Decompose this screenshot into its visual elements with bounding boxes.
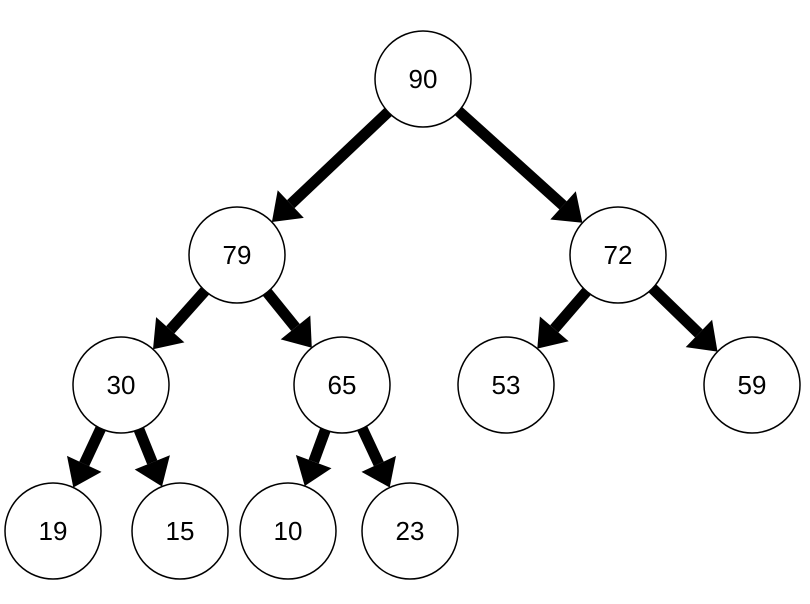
tree-node-65: 65 [293,336,391,434]
node-label: 23 [396,516,425,546]
tree-node-19: 19 [4,482,102,580]
nodes-layer: 90 79 72 30 65 53 59 19 15 10 23 [4,30,801,580]
node-label: 30 [107,370,136,400]
edge-90-72 [453,105,583,223]
node-label: 65 [328,370,357,400]
arrowhead-icon [537,316,569,349]
arrowhead-icon [550,191,583,223]
arrowhead-icon [295,455,332,486]
arrowhead-icon [280,315,312,348]
arrowhead-icon [134,455,170,487]
node-label: 59 [738,370,767,400]
tree-node-53: 53 [457,336,555,434]
arrowhead-icon [271,190,304,222]
tree-node-10: 10 [239,482,337,580]
node-circle [457,336,555,434]
node-circle [703,336,801,434]
edge-79-65 [261,287,312,348]
edge-65-10 [295,426,332,486]
node-circle [293,336,391,434]
edge-30-15 [133,425,170,487]
edge-line [166,285,211,334]
edge-line [133,425,158,465]
node-label: 53 [492,370,521,400]
tree-node-30: 30 [72,336,170,434]
tree-node-59: 59 [703,336,801,434]
tree-node-23: 23 [361,482,459,580]
node-circle [131,482,229,580]
arrowhead-icon [153,317,185,350]
node-circle [4,482,102,580]
node-circle [569,206,667,304]
arrowhead-icon [685,319,718,352]
node-circle [188,206,286,304]
edge-line [356,424,384,467]
node-circle [361,482,459,580]
edge-line [287,106,394,209]
node-circle [374,30,472,128]
edge-65-23 [356,424,396,488]
edge-line [550,286,593,333]
edge-line [79,424,107,467]
node-label: 79 [223,240,252,270]
edge-line [647,283,703,338]
node-label: 15 [166,516,195,546]
node-circle [72,336,170,434]
node-label: 72 [604,240,633,270]
edge-72-59 [647,283,718,352]
tree-node-79: 79 [188,206,286,304]
tree-node-90: 90 [374,30,472,128]
edge-79-30 [153,285,211,350]
arrowhead-icon [361,455,396,488]
arrowhead-icon [67,455,102,488]
node-label: 19 [39,516,68,546]
edge-line [453,105,567,210]
edge-72-53 [537,286,593,349]
edge-90-79 [271,106,394,222]
edge-30-19 [67,424,107,488]
node-label: 90 [409,64,438,94]
edges-layer [67,105,718,488]
tree-node-15: 15 [131,482,229,580]
node-circle [239,482,337,580]
node-label: 10 [274,516,303,546]
tree-node-72: 72 [569,206,667,304]
edge-line [308,426,332,464]
edge-line [261,287,300,331]
